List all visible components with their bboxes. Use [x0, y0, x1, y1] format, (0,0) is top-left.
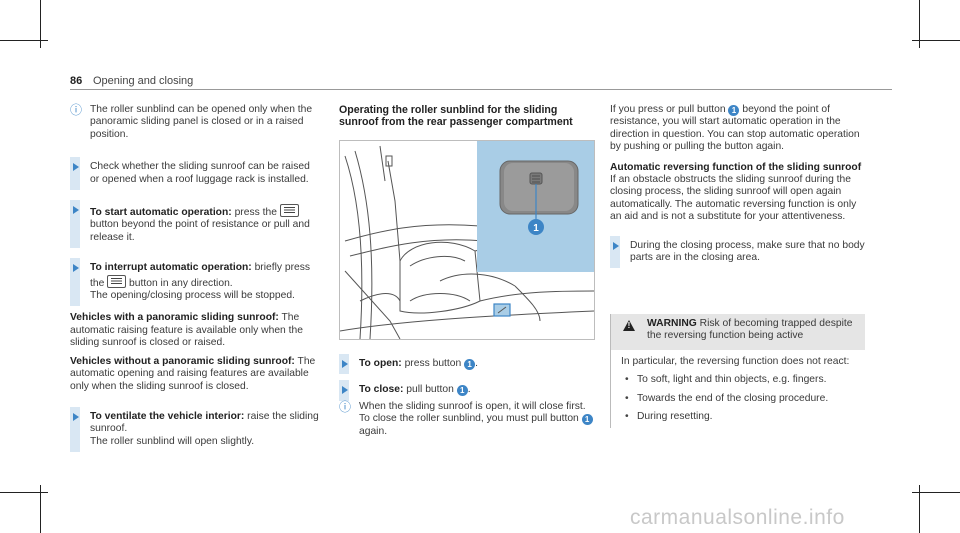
step-text: To interrupt automatic operation: briefl… — [90, 262, 311, 302]
page-number: 86 — [70, 75, 83, 87]
warning-list: To soft, light and thin objects, e.g. fi… — [621, 374, 861, 424]
column-middle: Operating the roller sunblind for the sl… — [339, 104, 595, 129]
list-item: To soft, light and thin objects, e.g. fi… — [621, 374, 861, 387]
crop-mark — [912, 492, 960, 493]
sunblind-button-icon — [279, 204, 299, 218]
crop-mark — [40, 0, 41, 48]
door-illustration: 1 — [340, 141, 594, 339]
warning-intro: In particular, the reversing function do… — [621, 356, 850, 367]
step-bar — [70, 406, 80, 453]
crop-mark — [40, 485, 41, 533]
warning-icon — [623, 320, 635, 331]
arrow-right-icon — [73, 412, 79, 421]
crop-mark — [919, 485, 920, 533]
arrow-right-icon — [73, 264, 79, 273]
step-item: During the closing process, make sure th… — [610, 235, 866, 269]
arrow-right-icon — [613, 241, 619, 250]
step-bar — [339, 380, 349, 401]
step-text: To close: pull button 1. — [359, 384, 471, 397]
column-middle-steps: To open: press button 1. To close: pull … — [339, 354, 595, 438]
step-text: To open: press button 1. — [359, 358, 478, 370]
paragraph: Vehicles with a panoramic sliding sunroo… — [70, 312, 303, 349]
paragraph: Vehicles without a panoramic sliding sun… — [70, 355, 316, 392]
step-text: During the closing process, make sure th… — [630, 239, 865, 264]
callout-badge — [528, 219, 544, 235]
step-text: To start automatic operation: press the … — [90, 204, 320, 244]
warning-body: In particular, the reversing function do… — [621, 356, 861, 424]
info-text: The roller sunblind can be opened only w… — [90, 104, 313, 140]
section-heading: Automatic reversing function of the slid… — [610, 161, 862, 173]
crop-mark — [0, 40, 48, 41]
column-right: If you press or pull button 1 beyond the… — [610, 104, 866, 269]
crop-mark — [0, 492, 48, 493]
info-note: ⓘ When the sliding sunroof is open, it w… — [339, 401, 595, 438]
warning-header: ! WARNING Risk of becoming trapped despi… — [611, 314, 865, 350]
step-bar — [70, 200, 80, 249]
list-item: During resetting. — [621, 411, 861, 424]
step-item: To interrupt automatic operation: briefl… — [70, 258, 320, 307]
list-item: Towards the end of the closing procedure… — [621, 393, 861, 406]
section-title: Opening and closing — [93, 75, 194, 87]
step-item: To close: pull button 1. — [339, 380, 595, 401]
arrow-right-icon — [342, 360, 348, 368]
sunblind-button-icon — [107, 274, 127, 288]
paragraph: If an obstacle obstructs the sliding sun… — [610, 174, 857, 223]
step-item: Check whether the sliding sunroof can be… — [70, 157, 320, 191]
info-icon: ⓘ — [70, 103, 83, 117]
step-text: Check whether the sliding sunroof can be… — [90, 161, 310, 185]
header-divider — [70, 89, 892, 90]
callout-badge: 1 — [581, 414, 593, 426]
arrow-right-icon — [73, 206, 79, 215]
arrow-right-icon — [73, 163, 79, 172]
figure-rear-controls: 1 — [339, 140, 595, 340]
section-heading: Operating the roller sunblind for the sl… — [339, 104, 573, 129]
warning-title: WARNING Risk of becoming trapped despite… — [647, 318, 853, 342]
step-bar — [610, 235, 620, 269]
info-note: ⓘ The roller sunblind can be opened only… — [70, 104, 320, 141]
column-left: ⓘ The roller sunblind can be opened only… — [70, 104, 320, 453]
crop-mark — [919, 0, 920, 48]
paragraph: If you press or pull button 1 beyond the… — [610, 104, 860, 153]
step-item: To open: press button 1. — [339, 354, 595, 375]
info-text: When the sliding sunroof is open, it wil… — [359, 401, 595, 438]
callout-number: 1 — [533, 223, 539, 234]
callout-badge: 1 — [464, 359, 476, 370]
info-icon: ⓘ — [339, 399, 352, 414]
step-bar — [70, 157, 80, 191]
warning-box: ! WARNING Risk of becoming trapped despi… — [610, 314, 865, 428]
callout-badge: 1 — [728, 105, 740, 116]
crop-mark — [912, 40, 960, 41]
step-item: To start automatic operation: press the … — [70, 200, 320, 249]
arrow-right-icon — [342, 386, 348, 395]
step-item: To ventilate the vehicle interior: raise… — [70, 406, 320, 453]
step-bar — [70, 258, 80, 307]
callout-badge: 1 — [456, 385, 468, 397]
step-bar — [339, 354, 349, 375]
watermark: carmanualsonline.info — [630, 506, 845, 529]
step-text: To ventilate the vehicle interior: raise… — [90, 410, 319, 447]
